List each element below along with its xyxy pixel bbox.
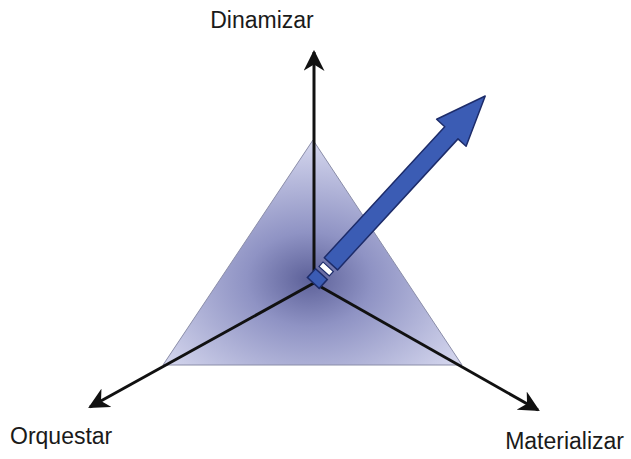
axis-arrow [314,283,538,410]
axis-arrow [313,52,316,283]
vector-arrow [299,82,500,296]
axis-label: Materializar [505,429,624,454]
axis-arrow [90,283,314,407]
axis-label: Orquestar [10,424,112,449]
arrow-shaft [316,82,500,277]
axis-label: Dinamizar [210,8,314,33]
